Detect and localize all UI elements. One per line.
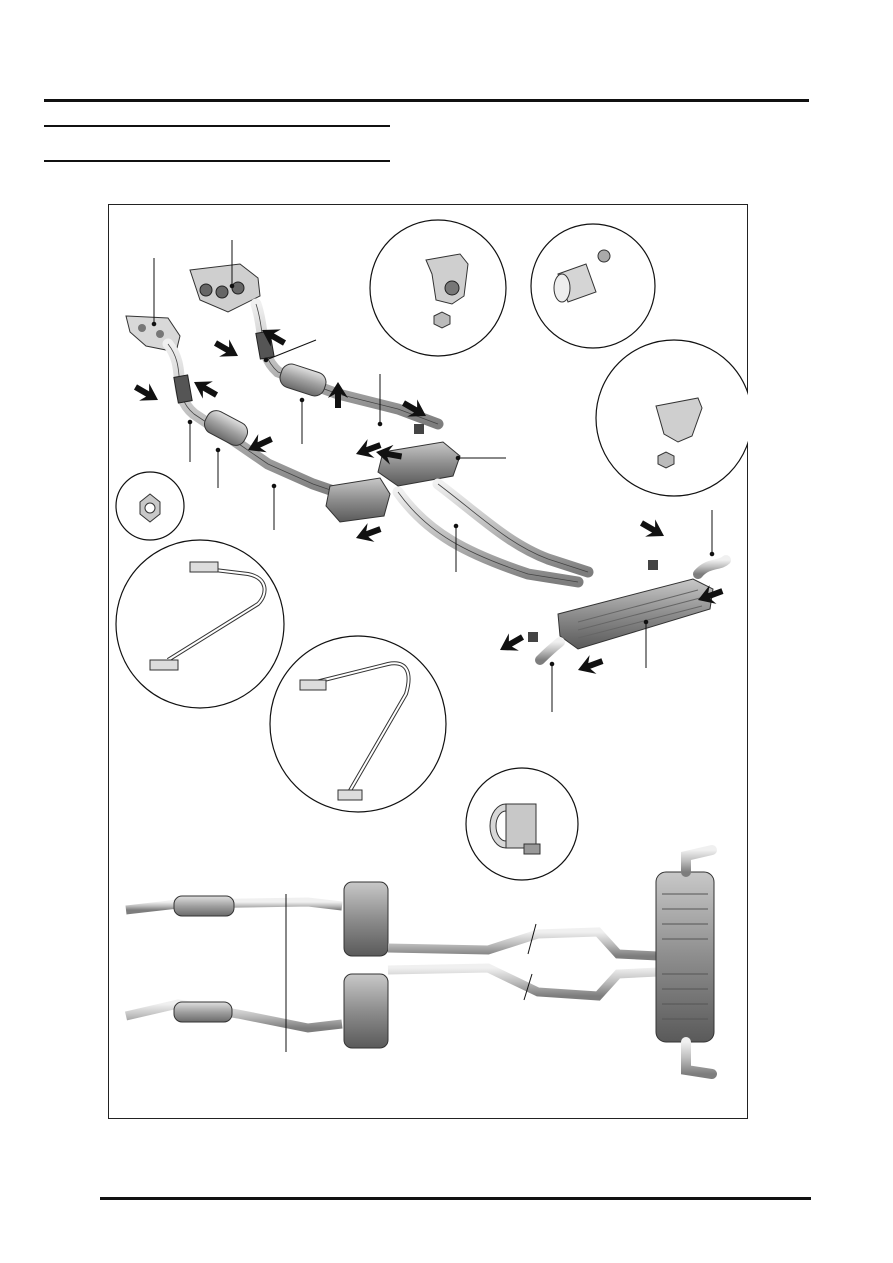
inset-oxygen-sensor-1	[115, 539, 285, 709]
tailpipe-lower-icon	[681, 1037, 717, 1079]
title-rule-upper	[44, 125, 390, 127]
figure-frame	[108, 204, 748, 1119]
hanger-icon	[528, 632, 538, 642]
hanger-icon	[648, 560, 658, 570]
plan-rear-silencer-icon	[655, 871, 715, 1043]
inset-rear-bracket	[595, 339, 748, 497]
exploded-view	[115, 219, 748, 881]
plan-centre-silencer-lower-icon	[343, 973, 389, 1049]
tailpipe-upper-icon	[681, 845, 717, 877]
flex-joint-left-icon	[173, 374, 193, 404]
rear-silencer-icon	[535, 555, 731, 665]
inset-nut	[115, 471, 185, 541]
inset-bracket-mount	[369, 219, 507, 357]
inset-gasket-sleeve	[530, 223, 656, 349]
centre-silencer-left-icon	[325, 477, 391, 523]
arrows	[133, 329, 724, 674]
manifold-right-icon	[189, 263, 261, 313]
catalytic-converter-right-icon	[279, 363, 327, 397]
plan-view	[124, 845, 717, 1079]
hanger-icon	[414, 424, 424, 434]
plan-cat-upper-icon	[173, 895, 235, 917]
plan-centre-silencer-upper-icon	[343, 881, 389, 957]
inset-oxygen-sensor-2	[269, 635, 447, 813]
catalytic-converter-left-icon	[203, 410, 249, 446]
exhaust-system-illustration	[115, 219, 748, 1079]
inset-clamp	[465, 767, 579, 881]
header-rule	[44, 99, 809, 102]
callout-lines	[151, 240, 715, 712]
plan-cat-lower-icon	[173, 1001, 233, 1023]
footer-rule	[100, 1197, 811, 1200]
title-rule-lower	[44, 160, 390, 162]
